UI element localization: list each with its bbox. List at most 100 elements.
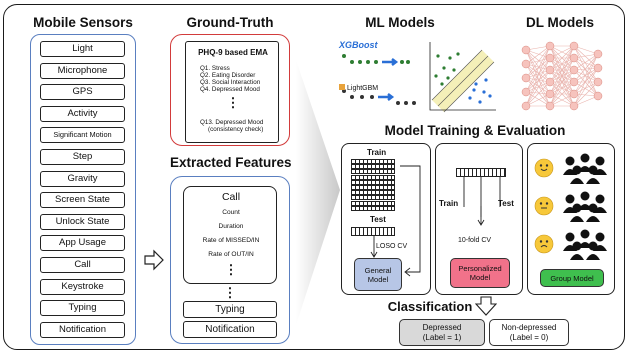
sensor-item: App Usage <box>40 235 125 252</box>
nn-node <box>521 73 531 83</box>
nn-node <box>545 101 555 111</box>
train-label: Train <box>439 199 459 208</box>
sensor-item: Significant Motion <box>40 127 125 144</box>
nn-node <box>521 87 531 97</box>
nn-node <box>569 77 579 87</box>
lightgbm-label: LightGBM <box>347 85 379 92</box>
sensor-item: Keystroke <box>40 278 125 295</box>
nn-node <box>545 53 555 63</box>
train-data-row <box>351 164 395 170</box>
personalized-model-panel: Train Test 10-fold CV Personalized Model <box>435 143 523 295</box>
sensor-item: Microphone <box>40 62 125 79</box>
feedback-arrow <box>400 165 421 277</box>
call-feature: Rate of MISSED/IN <box>202 237 260 244</box>
nn-node <box>545 89 555 99</box>
nn-node <box>569 53 579 63</box>
train-data-row <box>351 195 395 201</box>
sad-face-icon <box>534 234 554 254</box>
crowd-icon <box>563 229 607 260</box>
training-title: Model Training & Evaluation <box>384 123 566 138</box>
sensor-item: Step <box>40 149 125 165</box>
neural-network-graphic <box>521 41 603 111</box>
ema-question: Q4. Depressed Mood <box>200 86 260 93</box>
train-data-row <box>351 174 395 180</box>
crowd-icon <box>563 191 607 222</box>
crowd-icon <box>563 153 607 184</box>
extracted-features-title: Extracted Features <box>170 155 292 170</box>
sensor-item: Activity <box>40 105 125 122</box>
nn-node <box>521 45 531 55</box>
vertical-ellipsis-icon: ⋮ <box>223 285 237 300</box>
happy-face-icon <box>534 158 554 178</box>
lightgbm-logo: LightGBM <box>339 77 378 95</box>
nn-node <box>593 77 603 87</box>
ema-question: Q3. Social Interaction <box>200 79 261 86</box>
sensor-item: Typing <box>40 300 125 317</box>
test-data-row <box>351 227 395 236</box>
down-arrow-icon <box>477 206 485 226</box>
test-label: Test <box>498 199 514 208</box>
non-depressed-class-box: Non-depressed (Label = 0) <box>489 319 569 346</box>
call-title: Call <box>221 191 241 203</box>
nn-node <box>593 63 603 73</box>
depressed-class-box: Depressed (Label = 1) <box>399 319 485 346</box>
flow-arrow-shape <box>296 60 340 325</box>
nn-node <box>545 65 555 75</box>
group-model-box: Group Model <box>540 269 604 287</box>
nn-node <box>569 89 579 99</box>
non-depressed-value: (Label = 0) <box>509 332 549 342</box>
sensor-item: GPS <box>40 84 125 101</box>
neutral-face-icon <box>534 196 554 216</box>
train-data-row <box>351 179 395 185</box>
classification-title: Classification <box>387 299 473 314</box>
train-data-row <box>351 200 395 206</box>
train-data-row <box>351 185 395 190</box>
sensor-item: Light <box>40 41 125 57</box>
vertical-ellipsis-icon: ⋮ <box>226 95 240 110</box>
train-data-row <box>351 205 395 211</box>
ema-question: Q13. Depressed Mood <box>200 119 264 126</box>
ema-note: (consistency check) <box>208 126 264 133</box>
call-feature-box: Call Count Duration Rate of MISSED/IN Ra… <box>183 186 277 284</box>
ema-question: Q1. Stress <box>200 65 230 72</box>
nn-node <box>569 41 579 51</box>
sensor-item: Unlock State <box>40 213 125 230</box>
svm-scatter-graphic <box>428 42 496 113</box>
depressed-value: (Label = 1) <box>422 332 462 342</box>
general-model-panel: Train Test LOSO CV General Model <box>341 143 431 295</box>
nn-node <box>521 101 531 111</box>
sensor-item: Screen State <box>40 192 125 209</box>
depressed-label: Depressed <box>422 322 462 332</box>
ema-box: PHQ-9 based EMA Q1. Stress Q2. Eating Di… <box>185 41 279 143</box>
personalized-model-box: Personalized Model <box>450 258 510 288</box>
train-data-row <box>351 169 395 175</box>
notification-feature-box: Notification <box>183 321 277 338</box>
ema-question: Q2. Eating Disorder <box>200 72 256 79</box>
train-data-row <box>351 159 395 164</box>
vertical-ellipsis-icon: ⋮ <box>224 262 238 277</box>
call-feature: Duration <box>218 223 244 230</box>
train-data-row <box>351 190 395 196</box>
ml-models-title: ML Models <box>365 15 435 30</box>
down-arrow-icon <box>370 236 378 258</box>
10-fold-cv-label: 10-fold CV <box>458 237 492 244</box>
xgboost-logo: XGBoost <box>339 40 378 50</box>
extracted-features-panel: Call Count Duration Rate of MISSED/IN Ra… <box>170 176 290 344</box>
nn-node <box>569 101 579 111</box>
ground-truth-title: Ground-Truth <box>186 15 274 30</box>
right-arrow-icon <box>144 249 164 271</box>
nn-node <box>545 77 555 87</box>
sensor-item: Call <box>40 257 125 273</box>
personalized-data-row <box>456 168 506 177</box>
typing-feature-box: Typing <box>183 301 277 318</box>
sensor-item: Notification <box>40 321 125 338</box>
nn-node <box>593 91 603 101</box>
nn-node <box>521 59 531 69</box>
train-label: Train <box>367 148 387 157</box>
down-arrow-icon <box>475 296 497 316</box>
mobile-sensors-title: Mobile Sensors <box>33 15 133 30</box>
nn-node <box>593 49 603 59</box>
lightgbm-icon <box>339 84 345 90</box>
general-model-box: General Model <box>354 258 402 291</box>
sensor-item: Gravity <box>40 170 125 187</box>
